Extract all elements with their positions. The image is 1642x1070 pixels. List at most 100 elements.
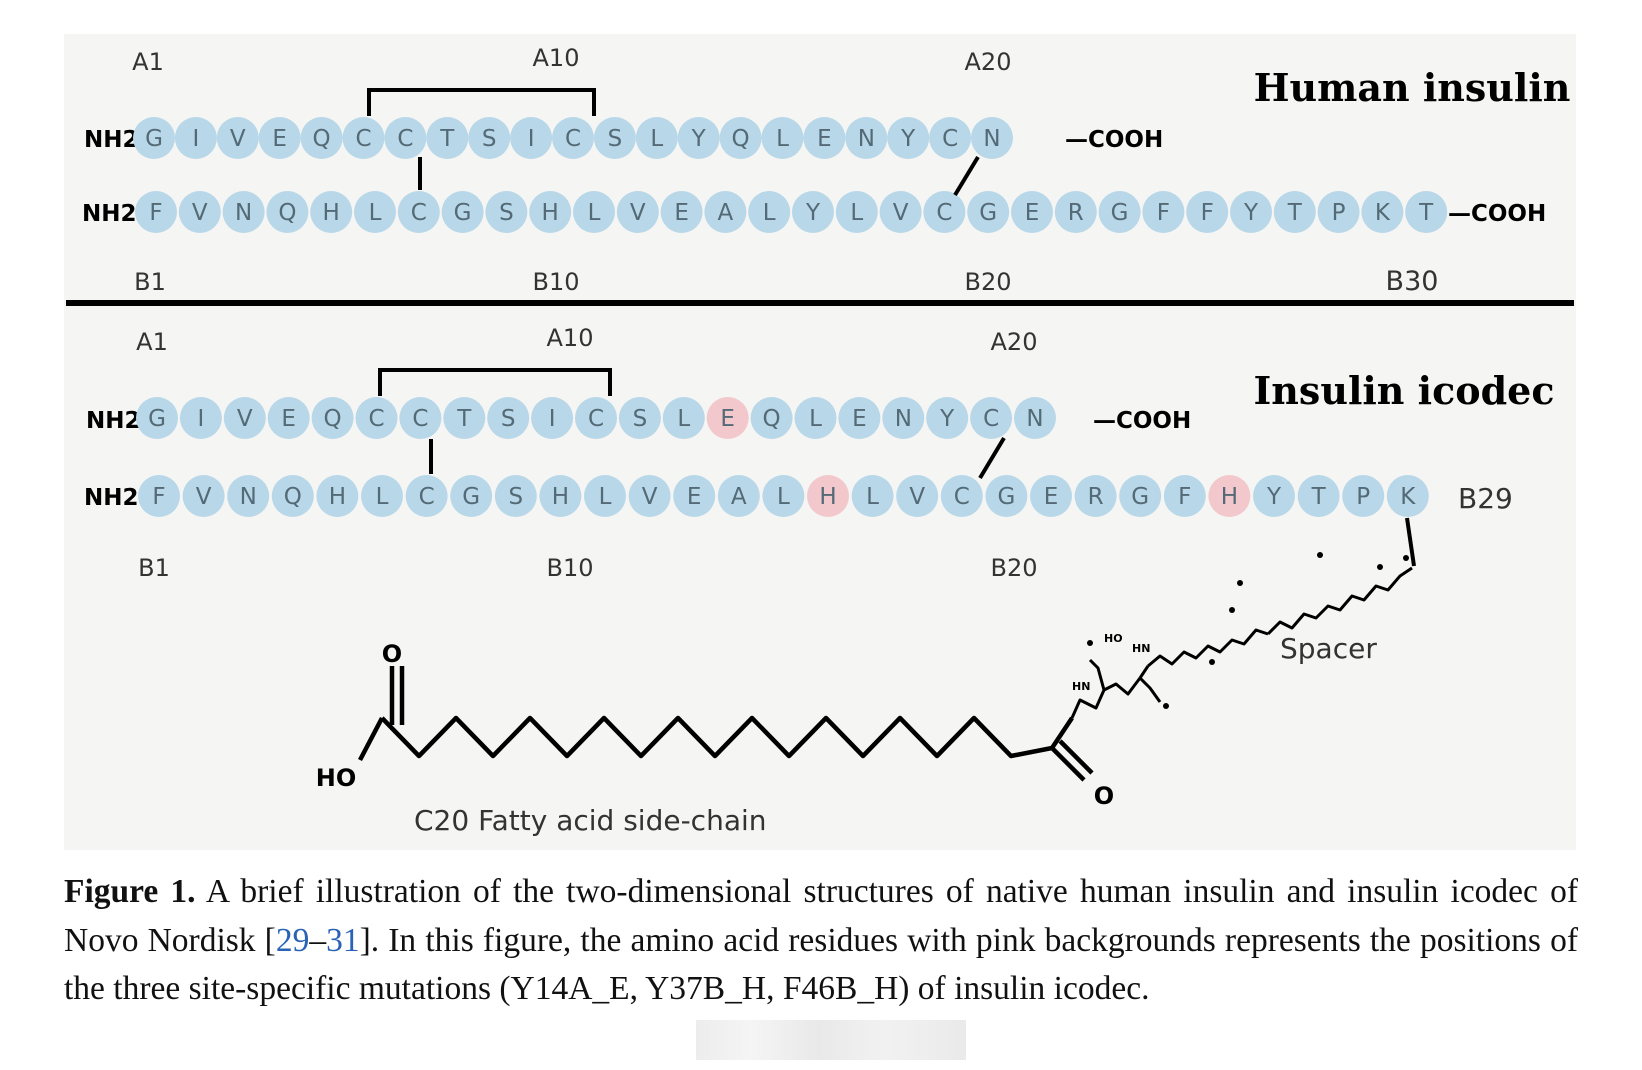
top-b-residue-circle [1186,191,1229,233]
top-b-residue-label: N [235,200,252,226]
top-b-residue-circle [354,191,396,233]
bottom-b-residue-label: C [954,484,970,510]
top-a-residue-label: I [193,126,200,152]
top-a-residue-label: Y [900,126,916,152]
top-a-residue-label: C [355,126,371,152]
top-b-residue-label: C [411,200,427,226]
top-a-residue-circle [258,117,301,159]
top-b-residue-label: L [369,200,382,226]
top-b-residue-label: T [1287,200,1303,226]
top-b-residue-circle [1098,191,1141,233]
citation-link-31[interactable]: 31 [326,921,360,959]
top-chain-a-cterm: —COOH [1065,127,1163,153]
label-a10-bottom: A10 [547,324,594,352]
bottom-b-residue-label: H [329,484,346,510]
bottom-b-residue-label: L [599,484,612,510]
top-a-residue-circle [174,117,217,159]
bottom-b-residue-label: Y [1266,484,1282,510]
bottom-a-residue-circle [882,397,925,439]
top-chain-b-cterm: —COOH [1448,201,1546,227]
top-b-residue-label: E [674,200,689,226]
top-a-residue-label: N [858,126,875,152]
bottom-a-residue-circle [970,397,1013,439]
top-b-residue-circle [573,191,615,233]
bottom-chain-a-cterm: —COOH [1093,408,1191,434]
top-a-residue-circle [803,117,846,159]
top-b-residue-label: Q [278,200,296,226]
bottom-a-residue-circle [926,397,969,439]
bottom-a-residue-label: S [501,406,516,432]
top-b-residue-circle [748,191,791,233]
bottom-b-residue-label: L [777,484,790,510]
bottom-a-residue-circle [136,397,178,439]
bottom-a-residue-circle [267,397,310,439]
bottom-a-residue-circle [662,397,705,439]
bottom-b-residue-label: E [687,484,702,510]
bottom-b-residue-label: H [819,484,836,510]
panel-divider [66,300,1574,306]
top-b-residue-circle [178,191,221,233]
bottom-b-residue-circle [450,475,493,517]
bottom-b-residue-label: R [1088,484,1104,510]
top-a-residue-circle [845,117,888,159]
top-b-residue-label: A [718,200,734,226]
top-b-residue-circle [1405,191,1448,233]
top-b-residue-label: L [588,200,601,226]
top-b-residue-circle [967,191,1010,233]
bottom-a-residue-label: Q [324,406,342,432]
bottom-a-residue-label: T [456,406,472,432]
top-a-residue-circle [719,117,762,159]
top-a-residue-label: S [608,126,623,152]
linker-chain [1070,566,1413,719]
top-b-residue-circle [835,191,878,233]
top-a-residue-label: I [528,126,535,152]
bottom-a-residue-label: C [983,406,999,432]
top-b-residue-label: F [1157,200,1170,226]
human-insulin-title: Human insulin [1254,65,1571,110]
bottom-b-residue-circle [673,475,716,517]
top-b-residue-circle [1317,191,1360,233]
bottom-chain-b-nterm: NH2 [84,485,139,511]
top-a-residue-circle [216,117,259,159]
label-b10-top: B10 [532,268,579,296]
bottom-b-residue-circle [138,475,180,517]
top-a-residue-circle [510,117,553,159]
bottom-b-residue-circle [539,475,582,517]
top-a-residue-circle [133,117,175,159]
top-b-residue-circle [222,191,265,233]
top-b-residue-label: C [936,200,952,226]
label-a10-top: A10 [533,44,580,72]
bottom-b-residue-circle [584,475,626,517]
bottom-a-residue-label: L [809,406,822,432]
top-b-residue-label: V [630,200,646,226]
bottom-a-residue-label: S [633,406,648,432]
label-a1-top: A1 [132,48,164,76]
top-b-residue-circle [1054,191,1097,233]
top-a-residue-label: L [776,126,789,152]
top-b-residue-label: V [893,200,909,226]
top-b-residue-label: Y [1243,200,1259,226]
bottom-a-residue-circle [575,397,617,439]
top-b-residue-circle [485,191,528,233]
top-a-residue-circle [468,117,511,159]
label-a20-bottom: A20 [991,328,1038,356]
top-b-residue-circle [1142,191,1185,233]
fatty-acid-label: C20 Fatty acid side-chain [414,804,767,837]
bottom-b-residue-label: V [196,484,212,510]
citation-link-29[interactable]: 29 [275,921,310,959]
bottom-a-residue-label: L [677,406,690,432]
bottom-b-residue-label: Q [284,484,302,510]
bottom-b-residue-label: S [508,484,523,510]
spacer-label: Spacer [1280,632,1377,665]
top-b-residue-circle [1230,191,1272,233]
top-b-residue-circle [923,191,966,233]
bottom-b-residue-label: H [552,484,569,510]
bottom-b-residue-circle [316,475,359,517]
top-a-residue-label: C [565,126,581,152]
bottom-b-residue-circle [361,475,403,517]
label-b1-bottom: B1 [138,554,170,582]
bottom-a-residue-circle [706,397,749,439]
bottom-b-residue-circle [1297,475,1340,517]
bottom-a-residue-circle [355,397,398,439]
top-b-residue-circle [1273,191,1316,233]
